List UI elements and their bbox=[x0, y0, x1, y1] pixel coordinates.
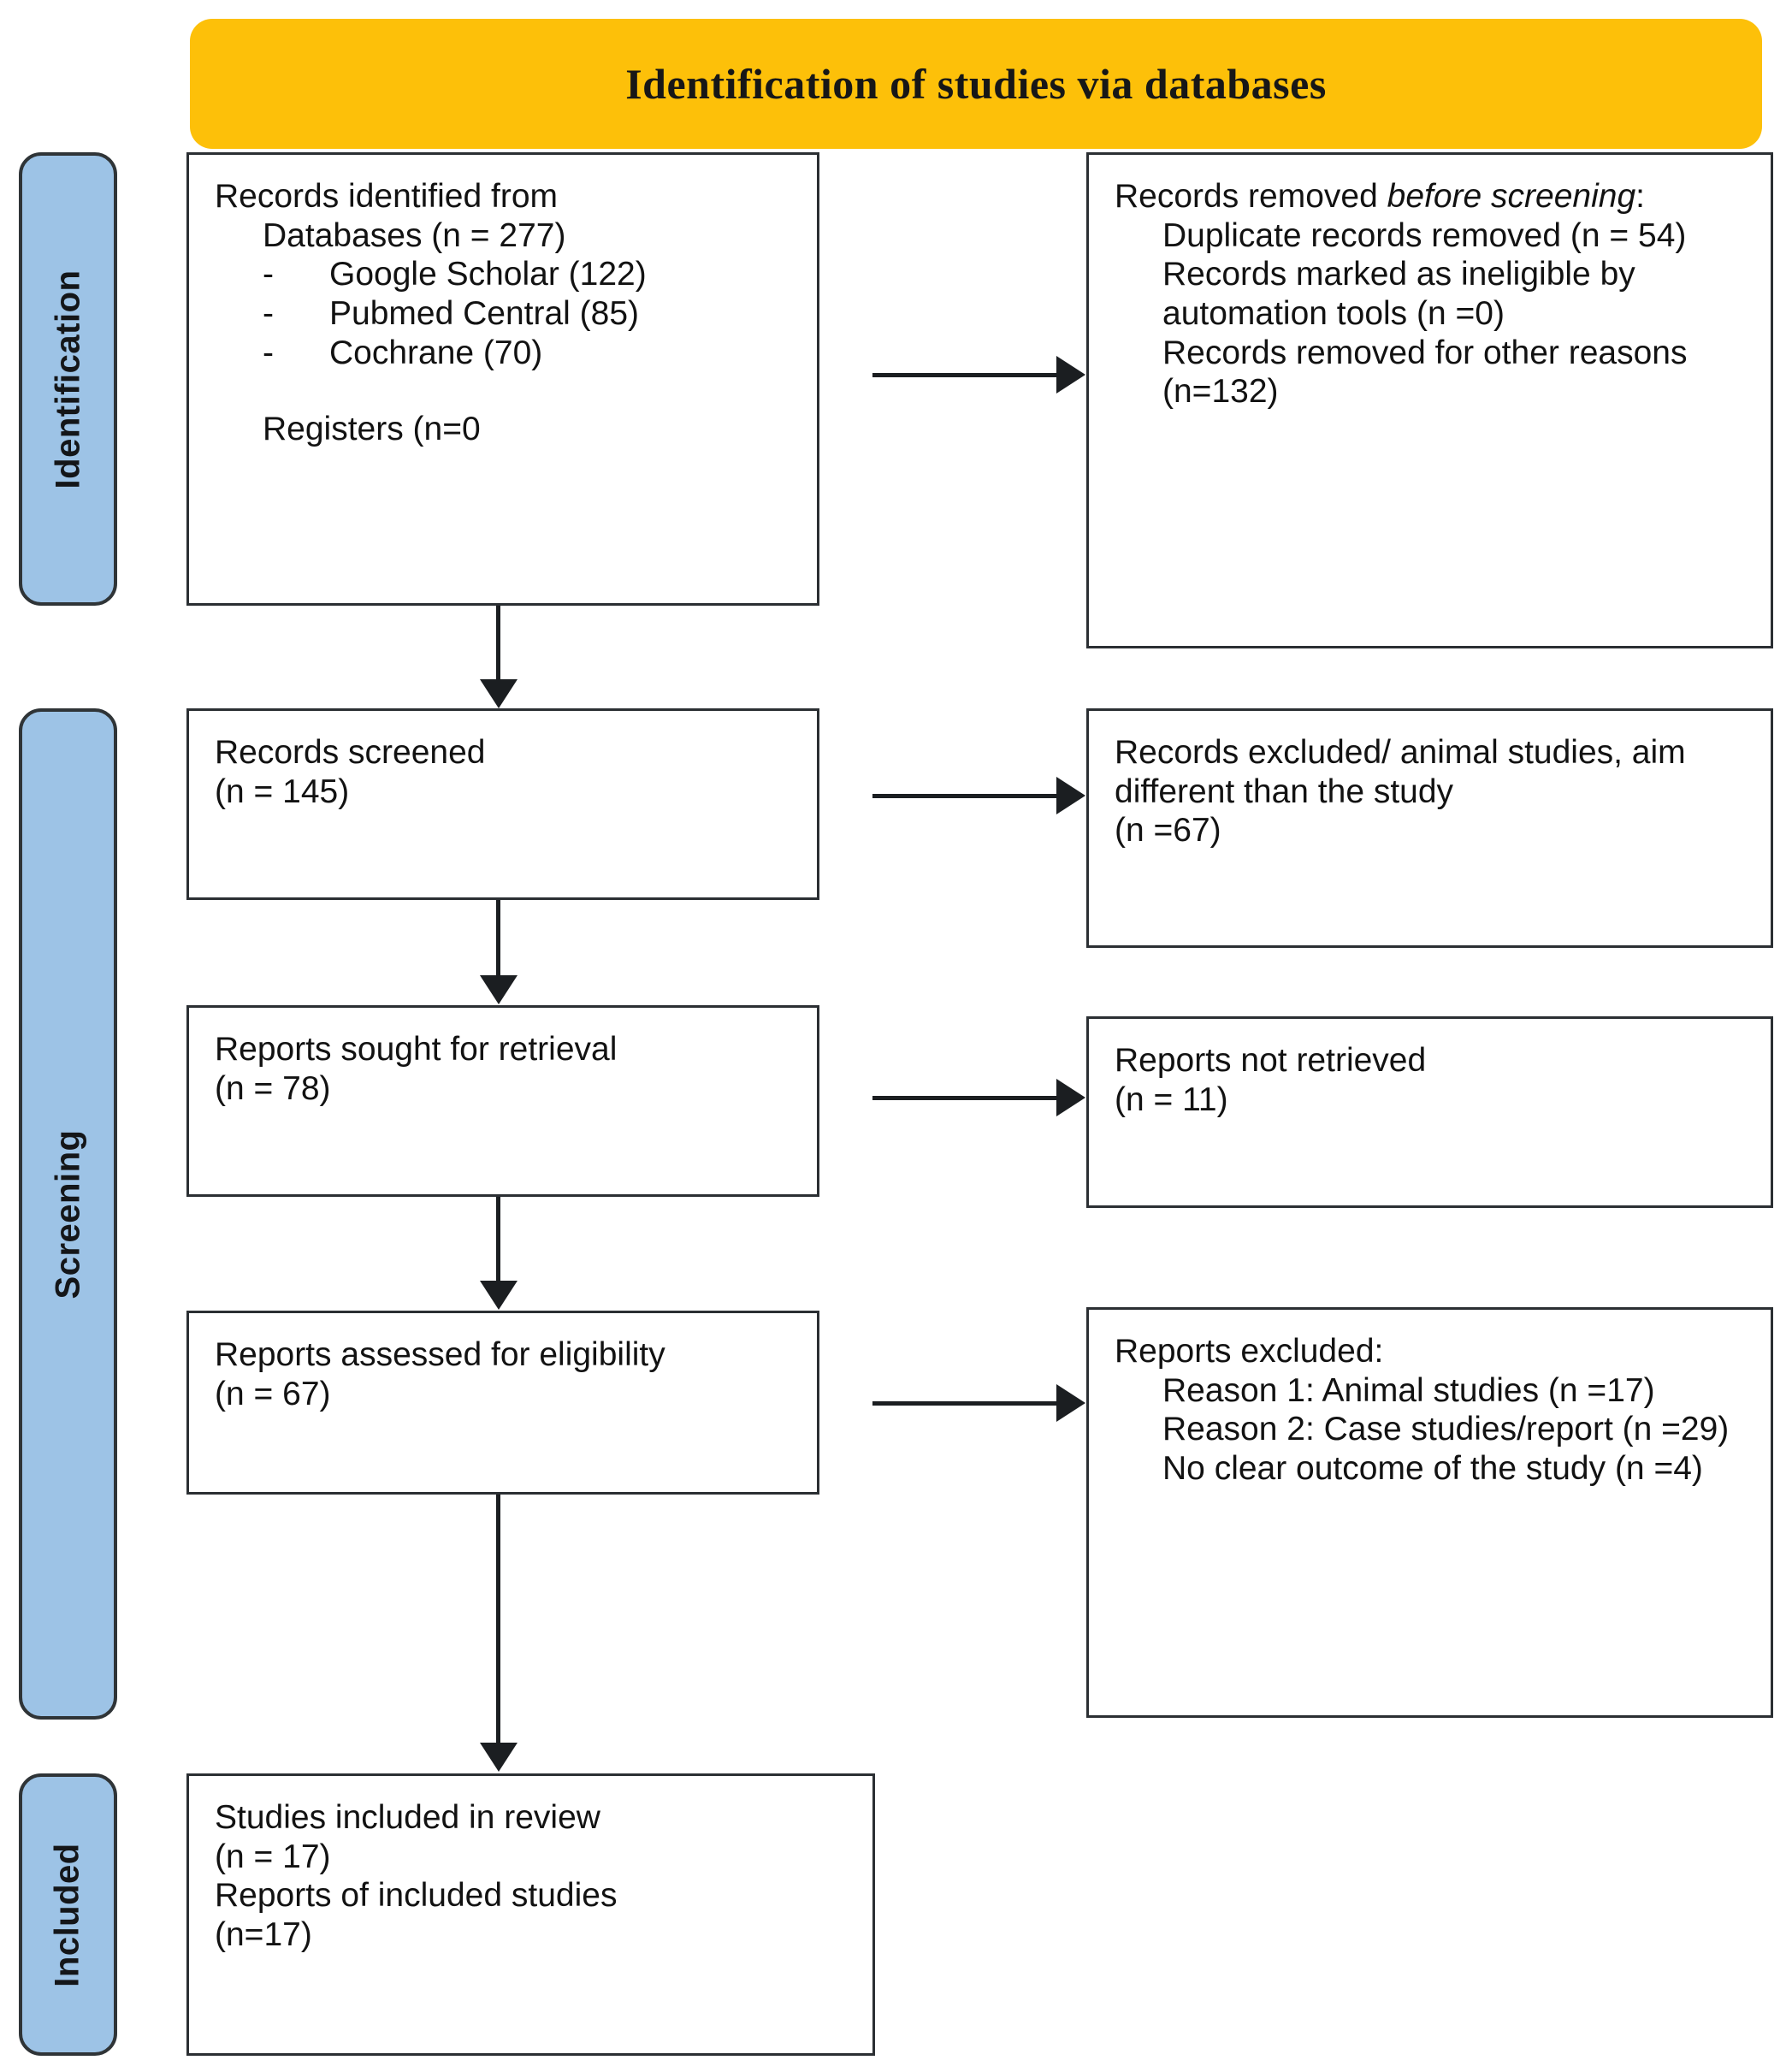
records-screened-line-2: (n = 145) bbox=[215, 773, 350, 810]
reports-assessed-line-2: (n = 67) bbox=[215, 1375, 331, 1412]
records-removed-heading-plain: Records removed bbox=[1115, 178, 1387, 215]
arrow-head-assessed-to-reports-excluded bbox=[1056, 1384, 1085, 1422]
box-records-removed-before-screening: Records removed before screening: Duplic… bbox=[1086, 152, 1773, 648]
records-identified-bullet-2: - Pubmed Central (85) bbox=[215, 294, 791, 334]
records-removed-item-2: Records marked as ineligible by automati… bbox=[1162, 256, 1645, 332]
bullet-dash-icon: - bbox=[263, 294, 274, 332]
connector-assessed-to-included bbox=[496, 1495, 500, 1744]
arrow-head-identified-to-removed bbox=[1056, 356, 1085, 394]
studies-included-line-2: (n = 17) bbox=[215, 1838, 331, 1875]
arrow-head-identified-to-screened bbox=[480, 679, 517, 708]
bullet-dash-icon: - bbox=[263, 334, 274, 371]
records-identified-line-3: Registers (n=0 bbox=[263, 411, 481, 448]
connector-identified-to-screened bbox=[496, 606, 500, 681]
records-identified-bullet-1: - Google Scholar (122) bbox=[215, 255, 791, 294]
stage-rail-included-label: Included bbox=[49, 1842, 87, 1987]
records-removed-heading-italic: before screening bbox=[1387, 178, 1636, 215]
box-records-identified: Records identified from Databases (n = 2… bbox=[186, 152, 819, 606]
arrow-head-sought-to-assessed bbox=[480, 1281, 517, 1310]
connector-screened-to-sought bbox=[496, 900, 500, 977]
reports-sought-line-1: Reports sought for retrieval bbox=[215, 1031, 618, 1068]
stage-rail-identification-label: Identification bbox=[49, 269, 87, 488]
records-excluded-line-2: (n =67) bbox=[1115, 812, 1221, 850]
reports-excluded-item-1: Reason 1: Animal studies (n =17) bbox=[1162, 1371, 1655, 1409]
box-records-screened: Records screened (n = 145) bbox=[186, 708, 819, 900]
connector-assessed-to-reports-excluded bbox=[872, 1401, 1056, 1406]
arrow-head-screened-to-sought bbox=[480, 975, 517, 1004]
reports-not-retrieved-line-2: (n = 11) bbox=[1115, 1080, 1228, 1118]
records-identified-bullet-2-label: Pubmed Central (85) bbox=[329, 294, 640, 332]
records-identified-spacer bbox=[215, 372, 791, 410]
stage-rail-identification: Identification bbox=[19, 152, 117, 606]
studies-included-line-1: Studies included in review bbox=[215, 1799, 600, 1836]
records-identified-line-2: Databases (n = 277) bbox=[263, 216, 566, 254]
connector-screened-to-excluded bbox=[872, 794, 1056, 798]
bullet-dash-icon: - bbox=[263, 256, 274, 293]
records-removed-item-1: Duplicate records removed (n = 54) bbox=[1162, 216, 1687, 254]
reports-excluded-item-3: No clear outcome of the study (n =4) bbox=[1162, 1449, 1703, 1487]
studies-included-line-3: Reports of included studies bbox=[215, 1877, 618, 1915]
records-identified-bullet-3-label: Cochrane (70) bbox=[329, 334, 543, 371]
stage-rail-included: Included bbox=[19, 1773, 117, 2056]
records-identified-bullet-3: - Cochrane (70) bbox=[215, 334, 791, 373]
stage-rail-screening-label: Screening bbox=[49, 1129, 86, 1299]
records-removed-heading: Records removed before screening: bbox=[1115, 177, 1745, 216]
reports-excluded-heading: Reports excluded: bbox=[1115, 1333, 1384, 1370]
connector-sought-to-assessed bbox=[496, 1197, 500, 1282]
box-reports-not-retrieved: Reports not retrieved (n = 11) bbox=[1086, 1016, 1773, 1208]
records-screened-line-1: Records screened bbox=[215, 734, 486, 771]
box-studies-included: Studies included in review (n = 17) Repo… bbox=[186, 1773, 875, 2056]
box-reports-assessed: Reports assessed for eligibility (n = 67… bbox=[186, 1311, 819, 1495]
identification-banner: Identification of studies via databases bbox=[190, 19, 1762, 149]
records-removed-item-3: Records removed for other reasons (n=132… bbox=[1162, 334, 1697, 411]
box-records-excluded: Records excluded/ animal studies, aim di… bbox=[1086, 708, 1773, 948]
records-excluded-line-1: Records excluded/ animal studies, aim di… bbox=[1115, 734, 1695, 810]
box-reports-sought: Reports sought for retrieval (n = 78) bbox=[186, 1005, 819, 1197]
studies-included-line-4: (n=17) bbox=[215, 1915, 312, 1953]
connector-sought-to-not-retrieved bbox=[872, 1096, 1056, 1100]
connector-identified-to-removed bbox=[872, 373, 1056, 377]
reports-excluded-item-2: Reason 2: Case studies/report (n =29) bbox=[1162, 1411, 1730, 1448]
stage-rail-screening: Screening bbox=[19, 708, 117, 1720]
arrow-head-sought-to-not-retrieved bbox=[1056, 1079, 1085, 1116]
records-identified-line-1: Records identified from bbox=[215, 178, 559, 215]
records-identified-bullet-1-label: Google Scholar (122) bbox=[329, 256, 647, 293]
reports-not-retrieved-line-1: Reports not retrieved bbox=[1115, 1042, 1427, 1079]
arrow-head-screened-to-excluded bbox=[1056, 777, 1085, 814]
banner-title: Identification of studies via databases bbox=[625, 60, 1327, 108]
reports-assessed-line-1: Reports assessed for eligibility bbox=[215, 1336, 665, 1373]
records-removed-heading-colon: : bbox=[1635, 178, 1646, 215]
box-reports-excluded: Reports excluded: Reason 1: Animal studi… bbox=[1086, 1307, 1773, 1718]
arrow-head-assessed-to-included bbox=[480, 1743, 517, 1772]
reports-sought-line-2: (n = 78) bbox=[215, 1069, 331, 1107]
